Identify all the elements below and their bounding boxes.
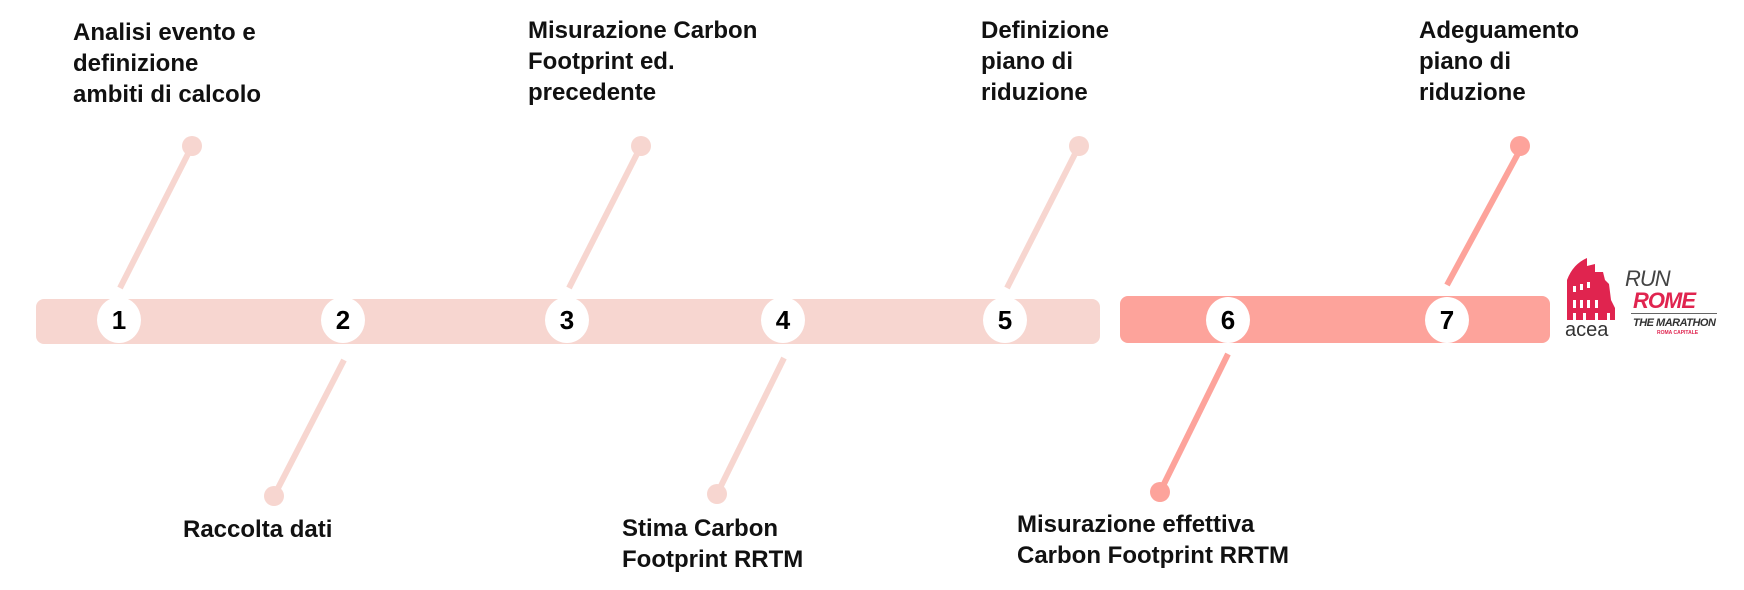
step-label-1: Analisi evento e definizione ambiti di c… xyxy=(73,19,262,108)
step-label-2: Raccolta dati xyxy=(183,516,333,543)
logo-run: RUN xyxy=(1625,266,1671,291)
connector-4 xyxy=(714,356,787,496)
connector-dot-4 xyxy=(707,484,727,504)
logo-roma-capitale: ROMA CAPITALE xyxy=(1657,330,1699,336)
connector-dot-5 xyxy=(1069,136,1089,156)
connector-3 xyxy=(566,144,644,290)
step-number-4: 4 xyxy=(761,297,805,343)
step-number-1: 1 xyxy=(97,297,141,343)
step-number-5: 5 xyxy=(983,297,1027,343)
connector-dot-3 xyxy=(631,136,651,156)
connector-2 xyxy=(271,358,347,498)
connector-dot-6 xyxy=(1150,482,1170,502)
logo-rome: ROME xyxy=(1633,288,1696,313)
step-number-3: 3 xyxy=(545,297,589,343)
timeline-bar-phase-2 xyxy=(1120,296,1550,343)
connector-dot-1 xyxy=(182,136,202,156)
connector-dot-2 xyxy=(264,486,284,506)
logo-divider xyxy=(1631,313,1717,314)
logo-acea: acea xyxy=(1565,319,1609,341)
colosseum-icon xyxy=(1567,258,1615,320)
step-label-7: Adeguamento piano di riduzione xyxy=(1419,17,1580,106)
connector-5 xyxy=(1004,144,1082,290)
connector-1 xyxy=(117,144,195,290)
run-rome-acea-logo: RUN ROME acea THE MARATHON ROMA CAPITALE xyxy=(1565,258,1735,342)
step-number-2: 2 xyxy=(321,297,365,343)
step-number-6: 6 xyxy=(1206,297,1250,343)
step-number-7: 7 xyxy=(1425,297,1469,343)
step-label-4: Stima Carbon Footprint RRTM xyxy=(622,515,804,573)
logo-marathon: THE MARATHON xyxy=(1633,317,1716,329)
connector-6 xyxy=(1157,352,1231,494)
step-label-6: Misurazione effettiva Carbon Footprint R… xyxy=(1017,511,1289,569)
connector-7 xyxy=(1444,148,1523,287)
step-label-3: Misurazione Carbon Footprint ed. precede… xyxy=(528,17,758,106)
connector-dot-7 xyxy=(1510,136,1530,156)
step-label-5: Definizione piano di riduzione xyxy=(981,17,1110,106)
